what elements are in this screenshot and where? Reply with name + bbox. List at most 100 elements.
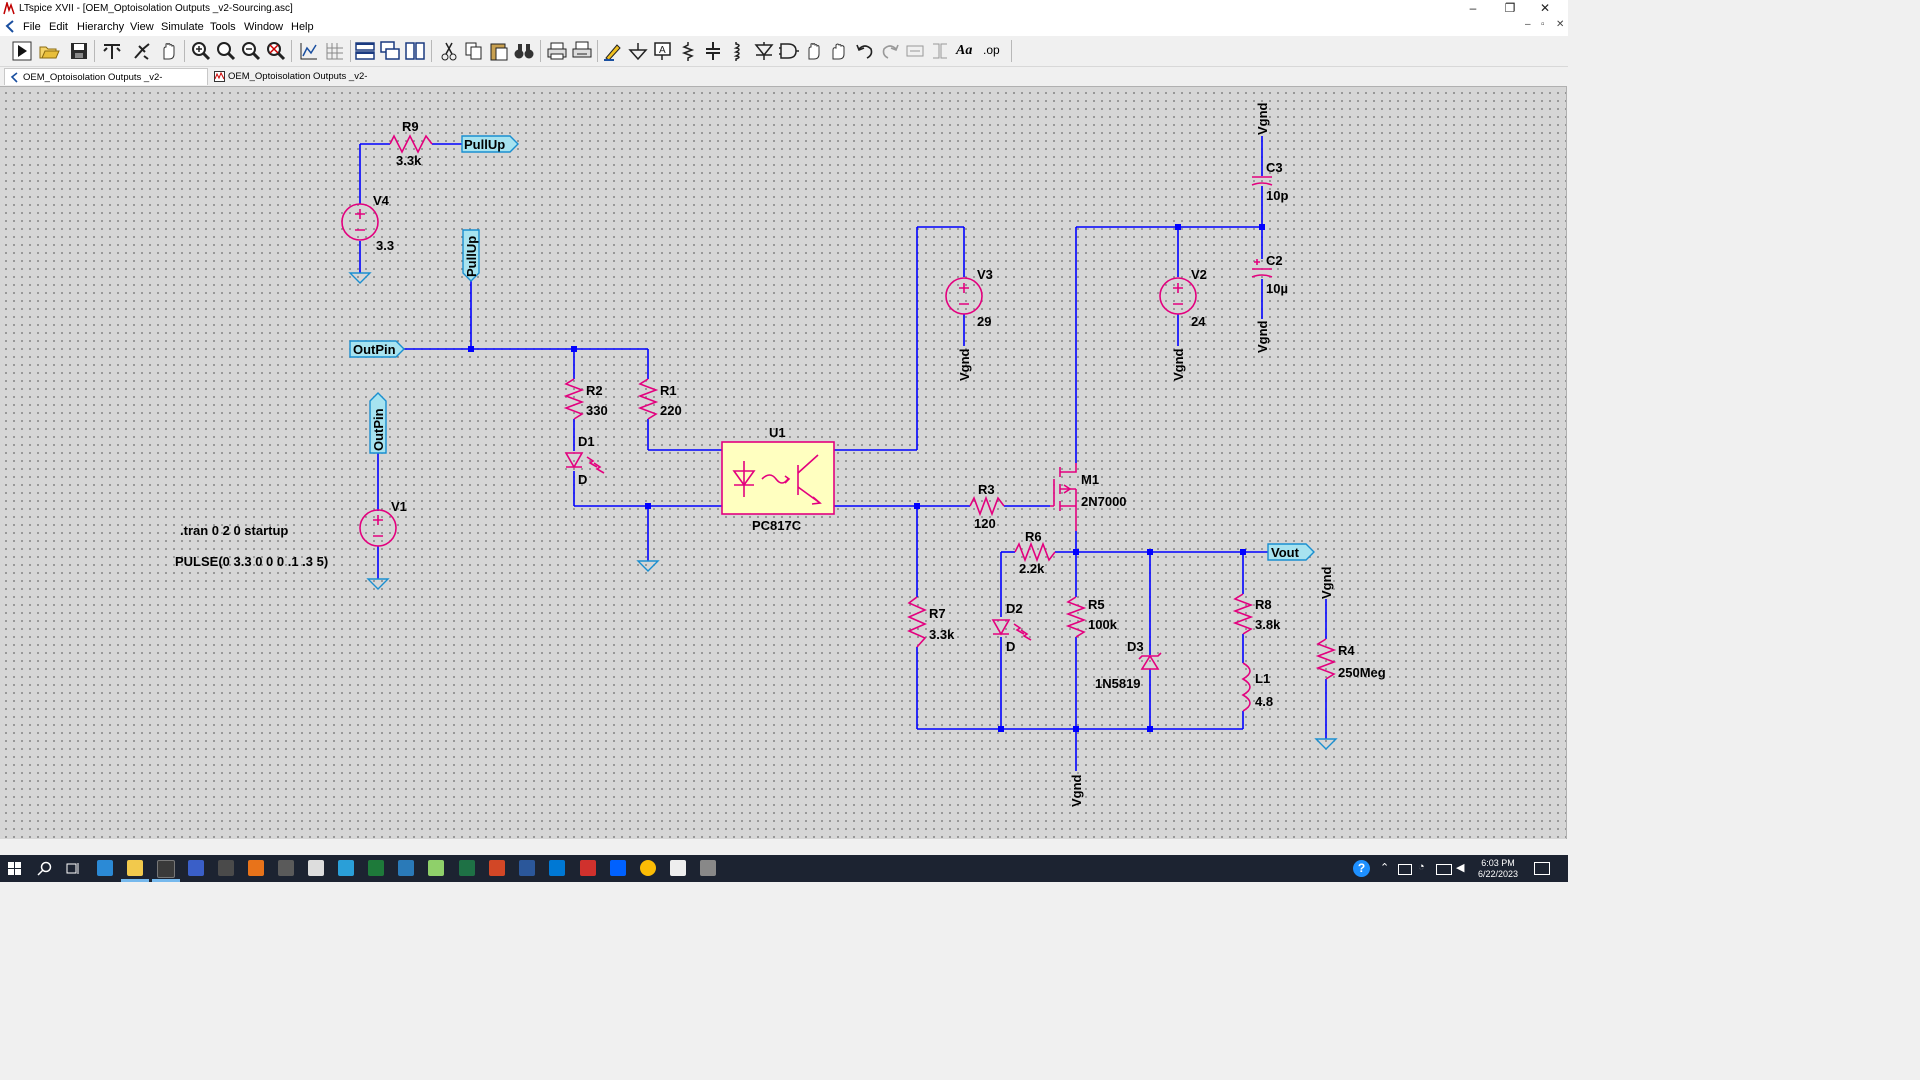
- speaker-icon[interactable]: ◀: [1456, 862, 1465, 874]
- kicad-icon[interactable]: [188, 860, 204, 876]
- ground-u1[interactable]: [636, 560, 660, 572]
- menu-tools[interactable]: Tools: [210, 21, 236, 33]
- zoom-in-icon[interactable]: [190, 40, 212, 62]
- inductor-icon[interactable]: [727, 40, 749, 62]
- vgnd-label-bottom[interactable]: Vgnd: [1069, 774, 1084, 807]
- resistor-r7[interactable]: [907, 596, 927, 648]
- mosfet-m1[interactable]: [1050, 463, 1077, 531]
- voltage-source-v2[interactable]: [1159, 277, 1197, 315]
- battery-icon[interactable]: [1398, 864, 1412, 875]
- close-button[interactable]: ✕: [1539, 1, 1551, 15]
- chevron-up-icon[interactable]: ⌃: [1380, 862, 1390, 874]
- app-icon[interactable]: [308, 860, 324, 876]
- netlabel-pullup-vertical[interactable]: PullUp: [462, 229, 480, 282]
- resistor-r4[interactable]: [1315, 638, 1337, 680]
- rotate-icon[interactable]: [904, 40, 926, 62]
- ground-icon[interactable]: [627, 40, 649, 62]
- print-preview-icon[interactable]: [571, 40, 593, 62]
- resistor-r8[interactable]: [1232, 593, 1254, 635]
- led-d2[interactable]: [991, 619, 1032, 641]
- ground-v4[interactable]: [348, 272, 372, 284]
- pan-icon[interactable]: [158, 40, 180, 62]
- vgnd-label-c2[interactable]: Vgnd: [1255, 320, 1270, 353]
- app-icon[interactable]: [248, 860, 264, 876]
- task-view-icon[interactable]: [66, 861, 81, 876]
- copy-icon[interactable]: [463, 40, 485, 62]
- vgnd-label-r4[interactable]: Vgnd: [1319, 566, 1334, 599]
- grid-icon[interactable]: [324, 40, 346, 62]
- voltage-source-v4[interactable]: [341, 203, 379, 241]
- app-icon[interactable]: [670, 860, 686, 876]
- menu-simulate[interactable]: Simulate: [161, 21, 204, 33]
- vgnd-label-v2[interactable]: Vgnd: [1171, 348, 1186, 381]
- text-tool-button[interactable]: Aa: [956, 43, 973, 58]
- tile-vertical-icon[interactable]: [404, 40, 426, 62]
- menu-file[interactable]: File: [23, 21, 41, 33]
- schematic-canvas[interactable]: PullUp PullUp OutPin OutPin Vout Vgnd Vg…: [0, 86, 1567, 840]
- resistor-r2[interactable]: [563, 378, 585, 420]
- dropbox-icon[interactable]: [610, 860, 626, 876]
- menu-hierarchy[interactable]: Hierarchy: [77, 21, 125, 33]
- autorange-icon[interactable]: [298, 40, 320, 62]
- resistor-r1[interactable]: [637, 378, 659, 420]
- vgnd-label-v3[interactable]: Vgnd: [957, 348, 972, 381]
- redo-icon[interactable]: [879, 40, 901, 62]
- resistor-r9[interactable]: [389, 134, 433, 154]
- excel-icon[interactable]: [459, 860, 475, 876]
- tab-schematic[interactable]: OEM_Optoisolation Outputs _v2-Sourcing.a…: [4, 68, 208, 100]
- ground-v1[interactable]: [366, 578, 390, 590]
- mdi-close-button[interactable]: ✕: [1556, 19, 1565, 30]
- menu-edit[interactable]: Edit: [49, 21, 68, 33]
- open-icon[interactable]: [38, 40, 60, 62]
- resistor-icon[interactable]: [677, 40, 699, 62]
- mdi-restore-button[interactable]: ▫: [1541, 19, 1545, 30]
- power-icon[interactable]: [1436, 864, 1452, 875]
- drag-icon[interactable]: [828, 40, 850, 62]
- draw-wire-icon[interactable]: [602, 40, 624, 62]
- menu-help[interactable]: Help: [291, 21, 314, 33]
- voltage-source-v1[interactable]: [359, 509, 397, 547]
- help-icon[interactable]: ?: [1353, 860, 1370, 877]
- resistor-r6[interactable]: [1014, 541, 1056, 563]
- tab-waveform[interactable]: OEM_Optoisolation Outputs _v2-Sourcing.r…: [210, 68, 414, 99]
- notification-icon[interactable]: [1534, 862, 1550, 875]
- capacitor-icon[interactable]: [702, 40, 724, 62]
- netlabel-pullup-right[interactable]: PullUp: [461, 135, 519, 153]
- menu-view[interactable]: View: [130, 21, 154, 33]
- component-icon[interactable]: [778, 40, 800, 62]
- outlook-icon[interactable]: [549, 860, 565, 876]
- app-icon[interactable]: [368, 860, 384, 876]
- start-icon[interactable]: [8, 862, 21, 875]
- chrome-icon[interactable]: [640, 860, 656, 876]
- zoom-fit-icon[interactable]: [265, 40, 287, 62]
- netlabel-outpin-vertical[interactable]: OutPin: [369, 392, 387, 454]
- resistor-r3[interactable]: [969, 495, 1005, 517]
- ltspice-app-icon[interactable]: [3, 2, 15, 15]
- save-icon[interactable]: [68, 40, 90, 62]
- minimize-button[interactable]: –: [1469, 1, 1477, 15]
- label-net-icon[interactable]: A: [652, 40, 674, 62]
- menu-window[interactable]: Window: [244, 21, 284, 33]
- powerpoint-icon[interactable]: [489, 860, 505, 876]
- app-icon[interactable]: [218, 860, 234, 876]
- run-icon[interactable]: [11, 40, 33, 62]
- netlabel-vout[interactable]: Vout: [1267, 543, 1315, 561]
- capacitor-c3[interactable]: [1251, 176, 1273, 186]
- clock[interactable]: 6:03 PM 6/22/2023: [1472, 858, 1524, 880]
- voltage-source-v3[interactable]: [945, 277, 983, 315]
- file-explorer-icon[interactable]: [127, 860, 143, 876]
- mdi-minimize-button[interactable]: –: [1525, 19, 1531, 30]
- undo-icon[interactable]: [854, 40, 876, 62]
- schottky-diode-d3[interactable]: [1138, 652, 1162, 670]
- app-icon[interactable]: [398, 860, 414, 876]
- paste-icon[interactable]: [488, 40, 510, 62]
- app-icon[interactable]: [338, 860, 354, 876]
- calculator-icon[interactable]: [700, 860, 716, 876]
- control-panel-icon[interactable]: [101, 40, 123, 62]
- move-icon[interactable]: [803, 40, 825, 62]
- halt-icon[interactable]: [131, 40, 153, 62]
- document-icon[interactable]: [4, 20, 15, 33]
- notepad-icon[interactable]: [428, 860, 444, 876]
- led-d1[interactable]: [564, 452, 605, 474]
- ltspice-taskbar-icon[interactable]: [157, 860, 175, 878]
